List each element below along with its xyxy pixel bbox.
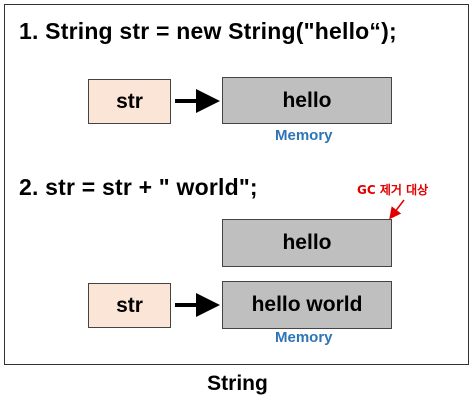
- gc-pointer-arrow: [389, 199, 405, 220]
- hello-memory-box: hello: [222, 77, 392, 124]
- hello-world-memory-box: hello world: [222, 281, 392, 329]
- gc-target-label: GC 제거 대상: [357, 183, 429, 197]
- memory-label-2: Memory: [275, 329, 333, 346]
- step-1-code: 1. String str = new String("hello“);: [19, 18, 397, 44]
- memory-label-1: Memory: [275, 127, 333, 144]
- str-variable-box-1: str: [88, 79, 171, 124]
- str-variable-box-2: str: [88, 283, 171, 328]
- diagram-caption: String: [207, 372, 268, 395]
- step-2-code: 2. str = str + " world";: [19, 174, 258, 200]
- old-hello-memory-box: hello: [222, 219, 392, 267]
